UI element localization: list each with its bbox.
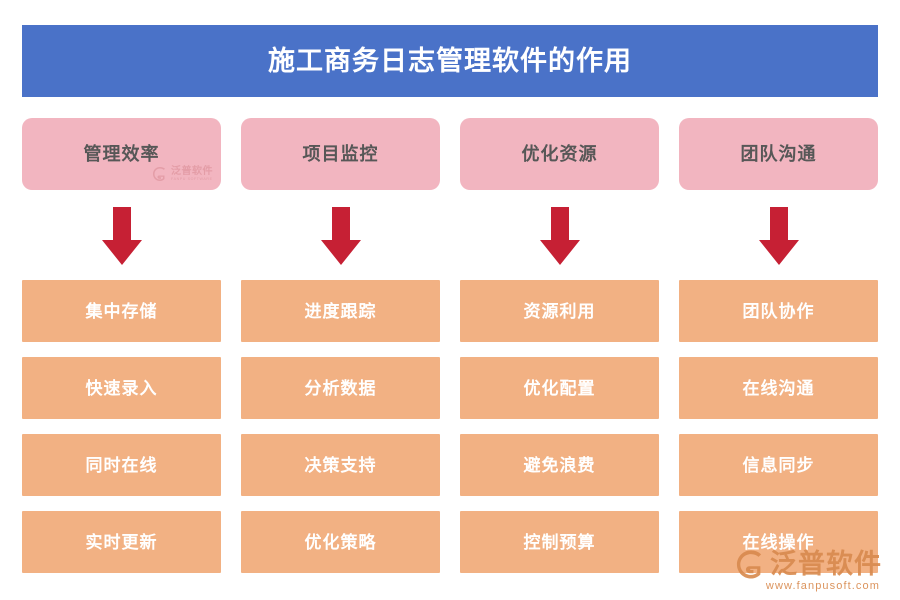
feature-cell-r1c1[interactable]: 集中存储 [22, 280, 221, 342]
category-box-4[interactable]: 团队沟通 [679, 118, 878, 190]
feature-label-r4c1: 实时更新 [85, 532, 158, 552]
feature-cell-r3c4[interactable]: 信息同步 [679, 434, 878, 496]
feature-cell-r2c1[interactable]: 快速录入 [22, 357, 221, 419]
category-label-4: 团队沟通 [740, 144, 817, 164]
page-title: 施工商务日志管理软件的作用 [268, 45, 632, 76]
fanpu-logo-icon [153, 167, 165, 181]
feature-cell-r4c2[interactable]: 优化策略 [241, 511, 440, 573]
arrow-cell-3 [460, 205, 659, 267]
feature-label-r1c3: 资源利用 [523, 301, 596, 321]
feature-label-r3c4: 信息同步 [742, 455, 815, 475]
feature-label-r2c1: 快速录入 [85, 378, 158, 398]
category-label-1: 管理效率 [83, 144, 160, 164]
feature-label-r4c2: 优化策略 [304, 532, 377, 552]
brand-name-cn-small: 泛普软件 [171, 165, 213, 177]
feature-label-r4c3: 控制预算 [523, 532, 596, 552]
category-box-1[interactable]: 管理效率 泛普软件 FANPU SOFTWARE [22, 118, 221, 190]
feature-row-2: 快速录入 分析数据 优化配置 在线沟通 [22, 357, 878, 419]
title-banner: 施工商务日志管理软件的作用 [22, 25, 878, 97]
feature-label-r3c3: 避免浪费 [523, 455, 596, 475]
feature-label-r3c1: 同时在线 [85, 455, 158, 475]
category-header-row: 管理效率 泛普软件 FANPU SOFTWARE 项目监控 优化资源 团队沟通 [22, 118, 878, 190]
brand-website-url: www.fanpusoft.com [765, 580, 880, 592]
feature-label-r1c1: 集中存储 [85, 301, 158, 321]
feature-cell-r1c3[interactable]: 资源利用 [460, 280, 659, 342]
arrow-down-icon [320, 207, 361, 265]
feature-cell-r1c2[interactable]: 进度跟踪 [241, 280, 440, 342]
arrow-down-icon [758, 207, 799, 265]
brand-watermark-text: 泛普软件 FANPU SOFTWARE [171, 165, 213, 182]
arrow-down-icon [539, 207, 580, 265]
feature-row-3: 同时在线 决策支持 避免浪费 信息同步 [22, 434, 878, 496]
category-label-2: 项目监控 [302, 144, 379, 164]
feature-label-r4c4: 在线操作 [742, 532, 815, 552]
arrow-cell-4 [679, 205, 878, 267]
category-box-3[interactable]: 优化资源 [460, 118, 659, 190]
feature-label-r1c2: 进度跟踪 [304, 301, 377, 321]
category-box-2[interactable]: 项目监控 [241, 118, 440, 190]
feature-cell-r2c2[interactable]: 分析数据 [241, 357, 440, 419]
feature-grid: 集中存储 进度跟踪 资源利用 团队协作 快速录入 分析数据 优化配置 在 [22, 280, 878, 573]
arrow-cell-1 [22, 205, 221, 267]
feature-cell-r3c3[interactable]: 避免浪费 [460, 434, 659, 496]
brand-watermark-small: 泛普软件 FANPU SOFTWARE [152, 166, 213, 182]
feature-label-r3c2: 决策支持 [304, 455, 377, 475]
feature-row-1: 集中存储 进度跟踪 资源利用 团队协作 [22, 280, 878, 342]
feature-label-r2c4: 在线沟通 [742, 378, 815, 398]
arrow-connector-row [22, 205, 878, 267]
feature-cell-r4c1[interactable]: 实时更新 [22, 511, 221, 573]
feature-cell-r4c3[interactable]: 控制预算 [460, 511, 659, 573]
feature-cell-r1c4[interactable]: 团队协作 [679, 280, 878, 342]
feature-label-r1c4: 团队协作 [742, 301, 815, 321]
arrow-down-icon [101, 207, 142, 265]
feature-cell-r2c4[interactable]: 在线沟通 [679, 357, 878, 419]
feature-cell-r4c4[interactable]: 在线操作 [679, 511, 878, 573]
feature-row-4: 实时更新 优化策略 控制预算 在线操作 [22, 511, 878, 573]
feature-cell-r3c1[interactable]: 同时在线 [22, 434, 221, 496]
category-label-3: 优化资源 [521, 144, 598, 164]
feature-label-r2c2: 分析数据 [304, 378, 377, 398]
arrow-cell-2 [241, 205, 440, 267]
brand-name-en-small: FANPU SOFTWARE [171, 176, 213, 181]
feature-label-r2c3: 优化配置 [523, 378, 596, 398]
feature-cell-r3c2[interactable]: 决策支持 [241, 434, 440, 496]
feature-cell-r2c3[interactable]: 优化配置 [460, 357, 659, 419]
